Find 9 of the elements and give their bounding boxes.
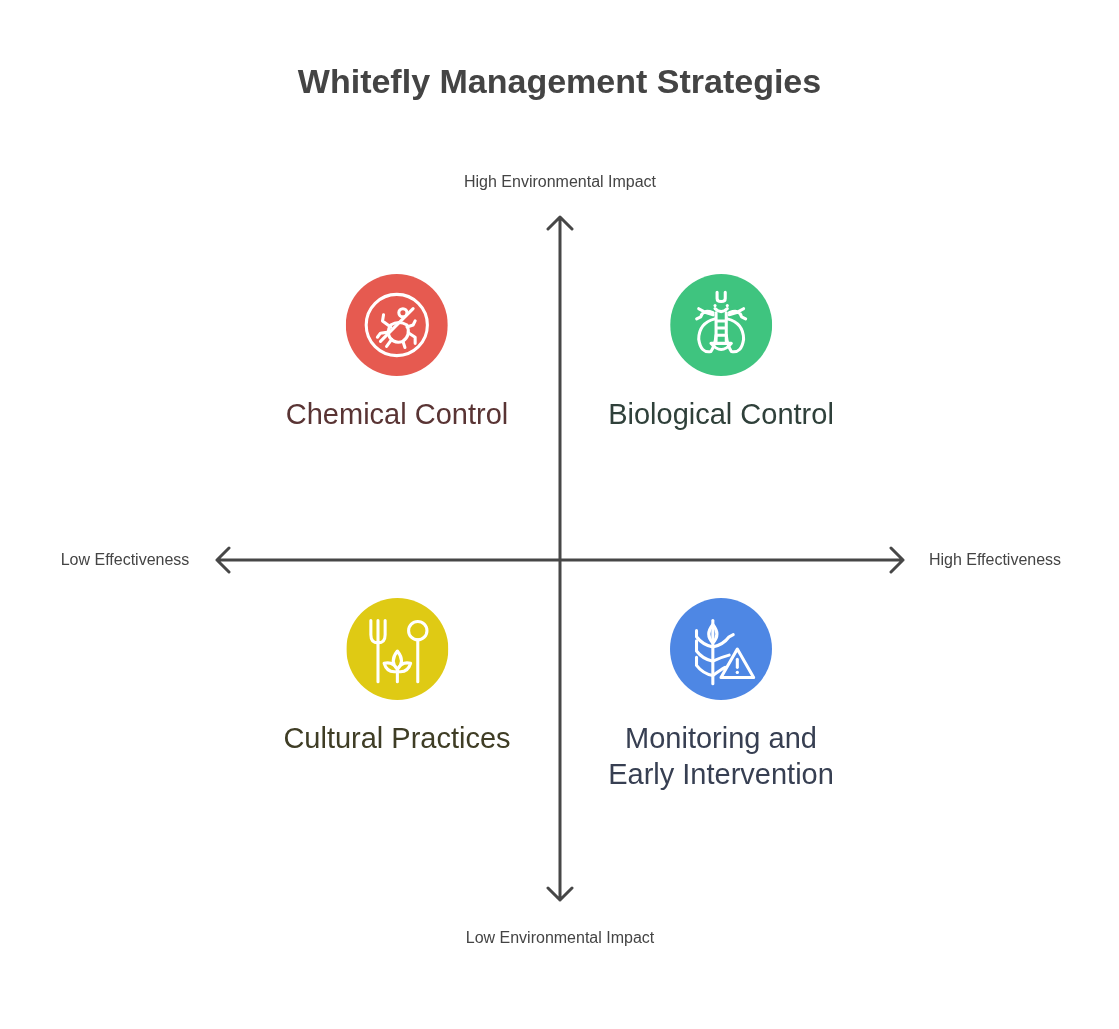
axis-label: High Environmental Impact [463, 173, 657, 191]
axis-label: Low Environmental Impact [465, 929, 655, 947]
strategy-label: Monitoring and Early Intervention [607, 721, 835, 792]
strategy-label: Chemical Control [285, 397, 509, 432]
axis-label: Low Effectiveness [60, 551, 190, 569]
title: Whitefly Management Strategies [297, 62, 822, 101]
strategy-label: Biological Control [608, 397, 834, 432]
strategy-label: Cultural Practices [283, 721, 511, 756]
axis-label: High Effectiveness [928, 551, 1062, 569]
